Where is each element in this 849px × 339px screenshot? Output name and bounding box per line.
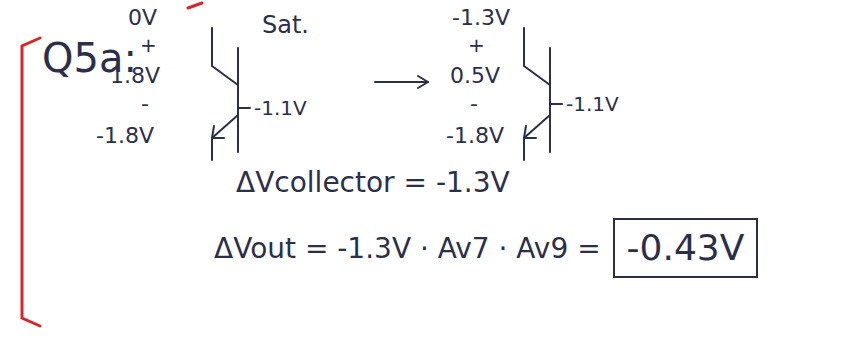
transistor-symbol [212,28,250,160]
polarity-sign: - [470,92,478,116]
voltage-label: -1.3V [452,6,510,30]
equation-text: ΔVout = -1.3V · Av7 · Av9 = [214,234,601,265]
red-mark [188,3,202,8]
transition-arrow [375,76,428,88]
polarity-sign: + [140,34,157,56]
red-bracket [22,38,40,326]
voltage-label: 1.8V [110,64,160,88]
voltage-label: -1.1V [566,93,619,115]
polarity-sign: + [468,34,485,56]
answer-value: -0.43V [627,228,745,268]
voltage-label: -1.8V [96,124,154,148]
voltage-label: 0.5V [450,64,500,88]
answer-box: -0.43V [613,218,759,278]
equation-text: ΔVcollector = -1.3V [236,168,510,199]
voltage-label: 0V [128,6,157,30]
transistor-symbol [524,28,562,160]
polarity-sign: - [141,92,149,116]
voltage-label: -1.1V [254,97,307,119]
state-note: Sat. [262,12,309,38]
voltage-label: -1.8V [446,124,504,148]
